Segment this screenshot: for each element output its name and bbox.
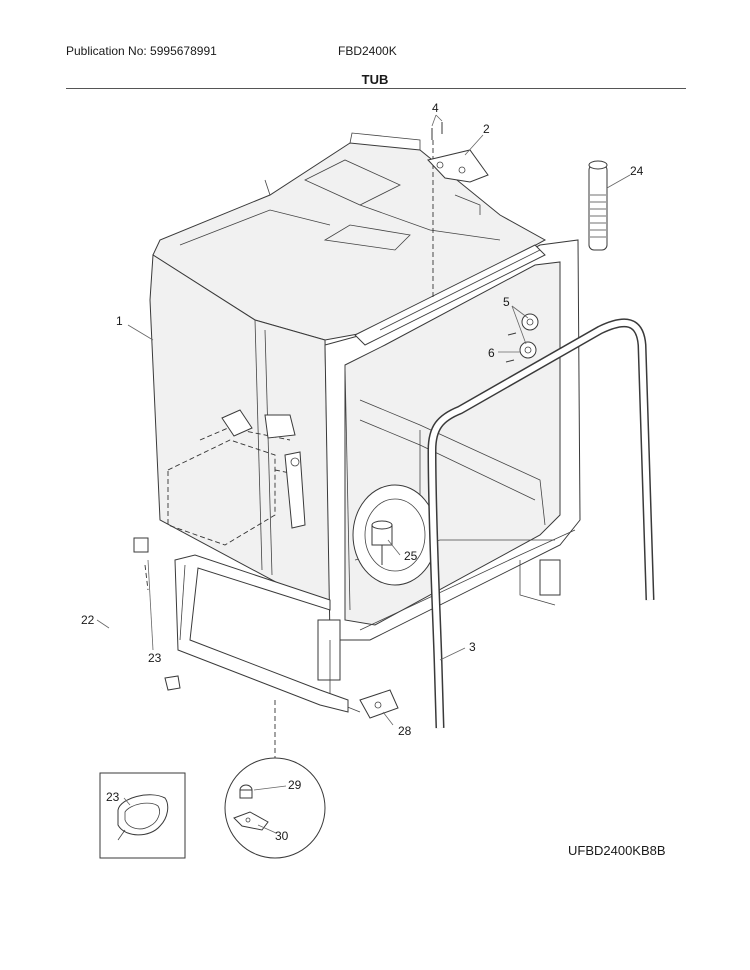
vent-tube — [588, 160, 608, 251]
callout-4: 4 — [432, 101, 439, 115]
callout-22: 22 — [81, 613, 95, 627]
frame-fittings — [505, 313, 539, 363]
float-switch — [359, 689, 399, 719]
publication-number: Publication No: 5995678991 — [66, 44, 217, 58]
inset-callout-29: 29 — [288, 778, 302, 792]
callout-23: 23 — [148, 651, 162, 665]
hose-clamp — [164, 675, 181, 691]
callout-24: 24 — [630, 164, 644, 178]
callout-3: 3 — [469, 640, 476, 654]
drain-hose-inner — [105, 486, 163, 705]
section-title: TUB — [361, 72, 389, 87]
spray-hub — [371, 520, 393, 565]
drain-hose — [106, 487, 163, 704]
callout-6: 6 — [488, 346, 495, 360]
callout-28: 28 — [398, 724, 412, 738]
callout-numbers: 4 2 24 1 5 6 25 3 22 23 28 — [81, 101, 644, 738]
base-frame — [174, 554, 349, 713]
callout-1: 1 — [116, 314, 123, 328]
hose-fitting — [133, 537, 149, 553]
screws — [431, 122, 443, 140]
diagram-code: UFBD2400KB8B — [568, 843, 666, 858]
callout-25: 25 — [404, 549, 418, 563]
clamp-inset: 23 — [99, 772, 186, 859]
inset-callout-30: 30 — [275, 829, 289, 843]
model-number: FBD2400K — [338, 44, 397, 58]
side-detergent-parts — [221, 409, 306, 529]
detail-inset: 29 30 — [224, 757, 326, 859]
hinge-bracket — [427, 149, 489, 183]
callout-5: 5 — [503, 295, 510, 309]
callout-2: 2 — [483, 122, 490, 136]
header-rule — [66, 88, 686, 89]
leader-lines — [96, 114, 631, 726]
inset-callout-23: 23 — [106, 790, 120, 804]
tub-body — [149, 132, 581, 713]
